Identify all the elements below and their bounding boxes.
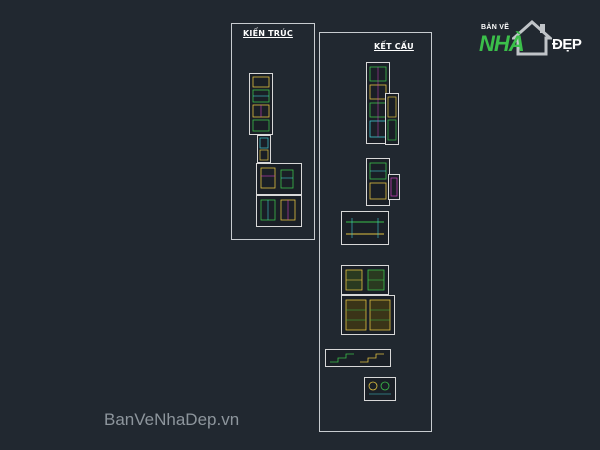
watermark-text: BanVeNhaDep.vn: [104, 410, 240, 429]
structure-frame[interactable]: [319, 32, 432, 432]
tank-detail-drawing: [368, 381, 391, 395]
elevation-drawing: [260, 167, 294, 189]
stair-detail-drawing: [330, 353, 384, 363]
floor-plan-drawing: [252, 76, 270, 132]
structure-sheet[interactable]: [388, 174, 400, 200]
structure-frame-title: KẾT CẤU: [374, 42, 414, 51]
architecture-sheet[interactable]: [256, 195, 302, 227]
structure-sheet[interactable]: [341, 265, 389, 295]
site-logo: BẢN VẼ NHÀ ĐẸP: [474, 16, 590, 68]
section-drawing: [346, 218, 384, 238]
structure-sheet[interactable]: [366, 158, 390, 206]
structure-sheet[interactable]: [325, 349, 391, 367]
structure-sheet[interactable]: [364, 377, 396, 401]
architecture-sheet[interactable]: [249, 73, 273, 135]
section-drawing: [260, 199, 296, 221]
structure-sheet[interactable]: [341, 295, 395, 335]
beam-detail-drawing: [390, 177, 398, 197]
structure-sheet[interactable]: [341, 211, 389, 245]
architecture-frame[interactable]: [231, 23, 315, 240]
architecture-sheet[interactable]: [256, 163, 302, 195]
house-icon: [512, 19, 552, 56]
logo-line1: BẢN VẼ: [481, 24, 510, 31]
column-detail-drawing: [387, 96, 397, 141]
schedule-drawing: [345, 299, 391, 331]
architecture-frame-title: KIẾN TRÚC: [243, 29, 293, 38]
beam-plan-drawing: [369, 162, 387, 200]
logo-line3: ĐẸP: [552, 36, 582, 53]
structure-sheet[interactable]: [385, 93, 399, 145]
logo-line2: NHÀ: [479, 31, 525, 56]
reinforcement-drawing: [345, 269, 385, 291]
architecture-sheet[interactable]: [257, 135, 271, 163]
detail-drawing: [259, 137, 269, 161]
